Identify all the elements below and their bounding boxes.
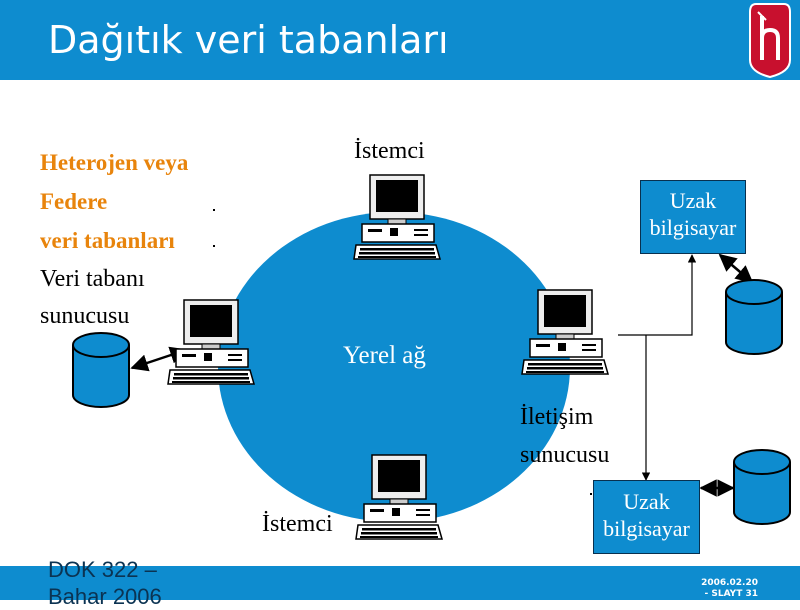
remote-top-line2: bilgisayar <box>649 215 737 240</box>
heterojen-line2: Federe <box>40 189 108 214</box>
database-cylinder-icon-bottom-right <box>733 449 791 525</box>
hacettepe-logo <box>749 3 791 78</box>
comm-server-label-line1: İletişim <box>520 404 594 430</box>
comm-server-label-line2: sunucusu <box>520 442 610 468</box>
client-top-label: İstemci <box>354 138 425 164</box>
header-bar <box>0 0 800 80</box>
database-cylinder-icon <box>72 332 130 408</box>
link-remote-top <box>618 254 697 336</box>
footer-slide-number: - SLAYT 31 <box>704 589 758 599</box>
footer-course-line1: DOK 322 – <box>48 557 157 582</box>
lan-label: Yerel ağ <box>343 342 426 369</box>
remote-computer-bottom: Uzak bilgisayar <box>593 480 700 554</box>
heterojen-line3: veri tabanları <box>40 228 175 253</box>
footer-course: DOK 322 – Bahar 2006 <box>48 556 162 610</box>
server-label-line1: Veri tabanı <box>40 266 145 292</box>
remote-bottom-line2: bilgisayar <box>603 516 690 541</box>
server-label-line2: sunucusu <box>40 303 130 329</box>
footer-course-line2: Bahar 2006 <box>48 584 162 609</box>
remote-computer-top: Uzak bilgisayar <box>640 180 746 254</box>
remote-top-line1: Uzak <box>669 188 717 213</box>
slide-title: Dağıtık veri tabanları <box>48 18 449 62</box>
database-cylinder-icon-top-right <box>725 279 783 355</box>
footer-bar <box>0 566 800 600</box>
footer-date-block: 2006.02.20 - SLAYT 31 <box>701 578 758 600</box>
client-bottom-label: İstemci <box>262 511 333 537</box>
lan-ellipse <box>218 212 570 522</box>
heterojen-line1: Heterojen veya <box>40 150 189 175</box>
footer-date: 2006.02.20 <box>701 578 758 588</box>
link-remote-top-db <box>718 253 754 284</box>
remote-bottom-line1: Uzak <box>623 489 670 514</box>
